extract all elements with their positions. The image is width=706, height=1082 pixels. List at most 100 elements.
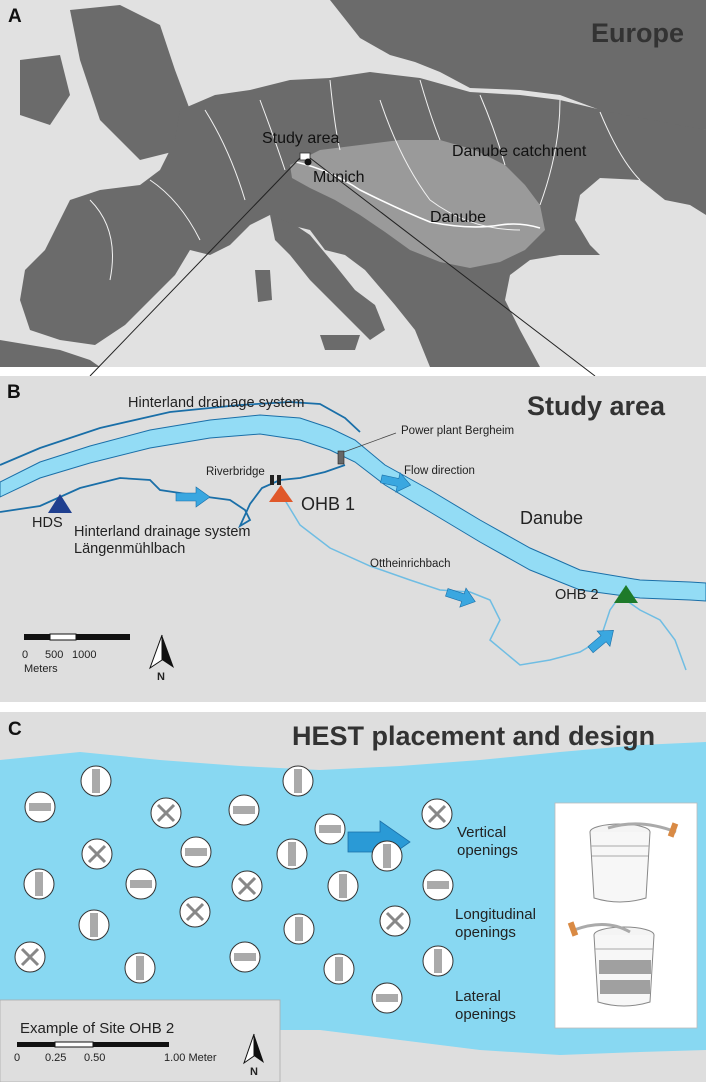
ireland-land bbox=[20, 55, 70, 125]
panel-c-title: HEST placement and design bbox=[292, 721, 655, 751]
sicily bbox=[320, 335, 360, 350]
hds-label: HDS bbox=[32, 515, 63, 531]
power-plant-marker bbox=[337, 432, 397, 465]
study-area-label: Study area bbox=[262, 130, 339, 147]
example-label: Example of Site OHB 2 bbox=[20, 1020, 174, 1037]
hinterland-bottom-label-2: Längenmühlbach bbox=[74, 541, 185, 557]
panel-a-europe-map: A Europe Study area Munich Danube catchm… bbox=[0, 0, 706, 367]
danube-label-b: Danube bbox=[520, 508, 583, 528]
north-c-label: N bbox=[250, 1066, 258, 1078]
hest-lateral bbox=[421, 798, 453, 830]
italy-land bbox=[270, 215, 385, 340]
north-b-label: N bbox=[157, 671, 165, 683]
hest-vertical bbox=[276, 838, 308, 870]
hest-vertical bbox=[78, 909, 110, 941]
hest-longitudinal bbox=[422, 869, 454, 901]
flow-arrows bbox=[175, 471, 614, 654]
bucket-top-drawing bbox=[589, 822, 679, 903]
munich-dot bbox=[304, 158, 312, 166]
hest-lateral bbox=[14, 941, 46, 973]
corsica-sardinia bbox=[255, 270, 272, 302]
danube-catchment-area bbox=[290, 140, 545, 268]
scale-b-tick-1000: 1000 bbox=[72, 649, 96, 661]
scale-b-tick-500: 500 bbox=[45, 649, 63, 661]
hest-lateral bbox=[379, 905, 411, 937]
ohb1-triangle bbox=[269, 485, 293, 502]
panel-b-title: Study area bbox=[527, 391, 666, 421]
north-arrow-c bbox=[243, 1033, 264, 1065]
hest-lateral bbox=[179, 896, 211, 928]
scale-b-tick-0: 0 bbox=[22, 649, 28, 661]
hest-vertical bbox=[124, 952, 156, 984]
ottheinrichbach-label: Ottheinrichbach bbox=[370, 558, 451, 570]
hest-vertical bbox=[323, 953, 355, 985]
hest-vertical bbox=[282, 765, 314, 797]
danube-river-body bbox=[0, 414, 706, 602]
panel-b-study-area-map: B Study area Hinterland drainage system … bbox=[0, 376, 706, 702]
scale-c-tick-025: 0.25 bbox=[45, 1052, 66, 1064]
danube-river-line bbox=[295, 161, 541, 229]
hinterland-drainage-upper bbox=[0, 401, 361, 466]
lateral-label-1: Lateral bbox=[455, 988, 501, 1005]
north-arrow-b bbox=[149, 634, 174, 670]
study-area-marker bbox=[299, 152, 311, 161]
panel-c-letter: C bbox=[8, 719, 22, 740]
danube-catchment-label: Danube catchment bbox=[452, 143, 587, 160]
scale-c-tick-0: 0 bbox=[14, 1052, 20, 1064]
hest-longitudinal bbox=[229, 941, 261, 973]
continent-land bbox=[20, 72, 706, 367]
hest-longitudinal bbox=[24, 791, 56, 823]
vertical-label-2: openings bbox=[457, 842, 518, 859]
example-box bbox=[0, 999, 281, 1082]
longitudinal-label-1: Longitudinal bbox=[455, 906, 536, 923]
panel-c-hest-design: C HEST placement and design bbox=[0, 712, 706, 1082]
scale-c-tick-050: 0.50 bbox=[84, 1052, 105, 1064]
hest-design-inset bbox=[554, 802, 698, 1029]
hest-vertical bbox=[23, 868, 55, 900]
panel-a-title: Europe bbox=[591, 18, 684, 48]
riverbridge-marker bbox=[270, 475, 281, 485]
hest-longitudinal bbox=[180, 836, 212, 868]
hest-markers bbox=[14, 765, 454, 1014]
hest-lateral bbox=[231, 870, 263, 902]
hinterland-bottom-label-1: Hinterland drainage system bbox=[74, 524, 251, 540]
hds-triangle bbox=[48, 494, 72, 513]
panel-b-letter: B bbox=[7, 382, 21, 403]
britain-land bbox=[70, 5, 190, 160]
hest-lateral bbox=[81, 838, 113, 870]
north-africa-land bbox=[0, 340, 100, 367]
panel-a-letter: A bbox=[8, 6, 22, 27]
hest-vertical bbox=[327, 870, 359, 902]
hest-lateral bbox=[150, 797, 182, 829]
northern-land bbox=[330, 0, 706, 130]
bucket-bottom-drawing bbox=[567, 921, 655, 1007]
riverbridge-label: Riverbridge bbox=[206, 466, 265, 478]
hest-longitudinal bbox=[371, 982, 403, 1014]
longitudinal-label-2: openings bbox=[455, 924, 516, 941]
zoom-connector-left bbox=[89, 157, 301, 377]
hest-longitudinal bbox=[314, 813, 346, 845]
hest-vertical bbox=[283, 913, 315, 945]
scale-c-tick-100: 1.00 Meter bbox=[164, 1052, 217, 1064]
ottheinrichbach-stream bbox=[279, 491, 687, 671]
zoom-connector-right bbox=[309, 157, 596, 377]
hest-longitudinal bbox=[125, 868, 157, 900]
hinterland-top-label: Hinterland drainage system bbox=[128, 395, 305, 411]
power-plant-label: Power plant Bergheim bbox=[401, 425, 514, 437]
ohb1-label: OHB 1 bbox=[301, 494, 355, 514]
scale-bar-c bbox=[17, 1041, 169, 1048]
hest-longitudinal bbox=[228, 794, 260, 826]
hest-vertical bbox=[80, 765, 112, 797]
scale-b-unit: Meters bbox=[24, 663, 58, 675]
munich-label: Munich bbox=[313, 169, 365, 186]
hinterland-drainage-lower bbox=[0, 464, 346, 529]
vertical-label-1: Vertical bbox=[457, 824, 506, 841]
ohb2-label: OHB 2 bbox=[555, 587, 599, 603]
hest-vertical bbox=[371, 840, 403, 872]
ohb2-triangle bbox=[614, 585, 638, 603]
lateral-label-2: openings bbox=[455, 1006, 516, 1023]
hest-vertical bbox=[422, 945, 454, 977]
flow-direction-label: Flow direction bbox=[404, 465, 475, 477]
danube-label-a: Danube bbox=[430, 209, 486, 226]
